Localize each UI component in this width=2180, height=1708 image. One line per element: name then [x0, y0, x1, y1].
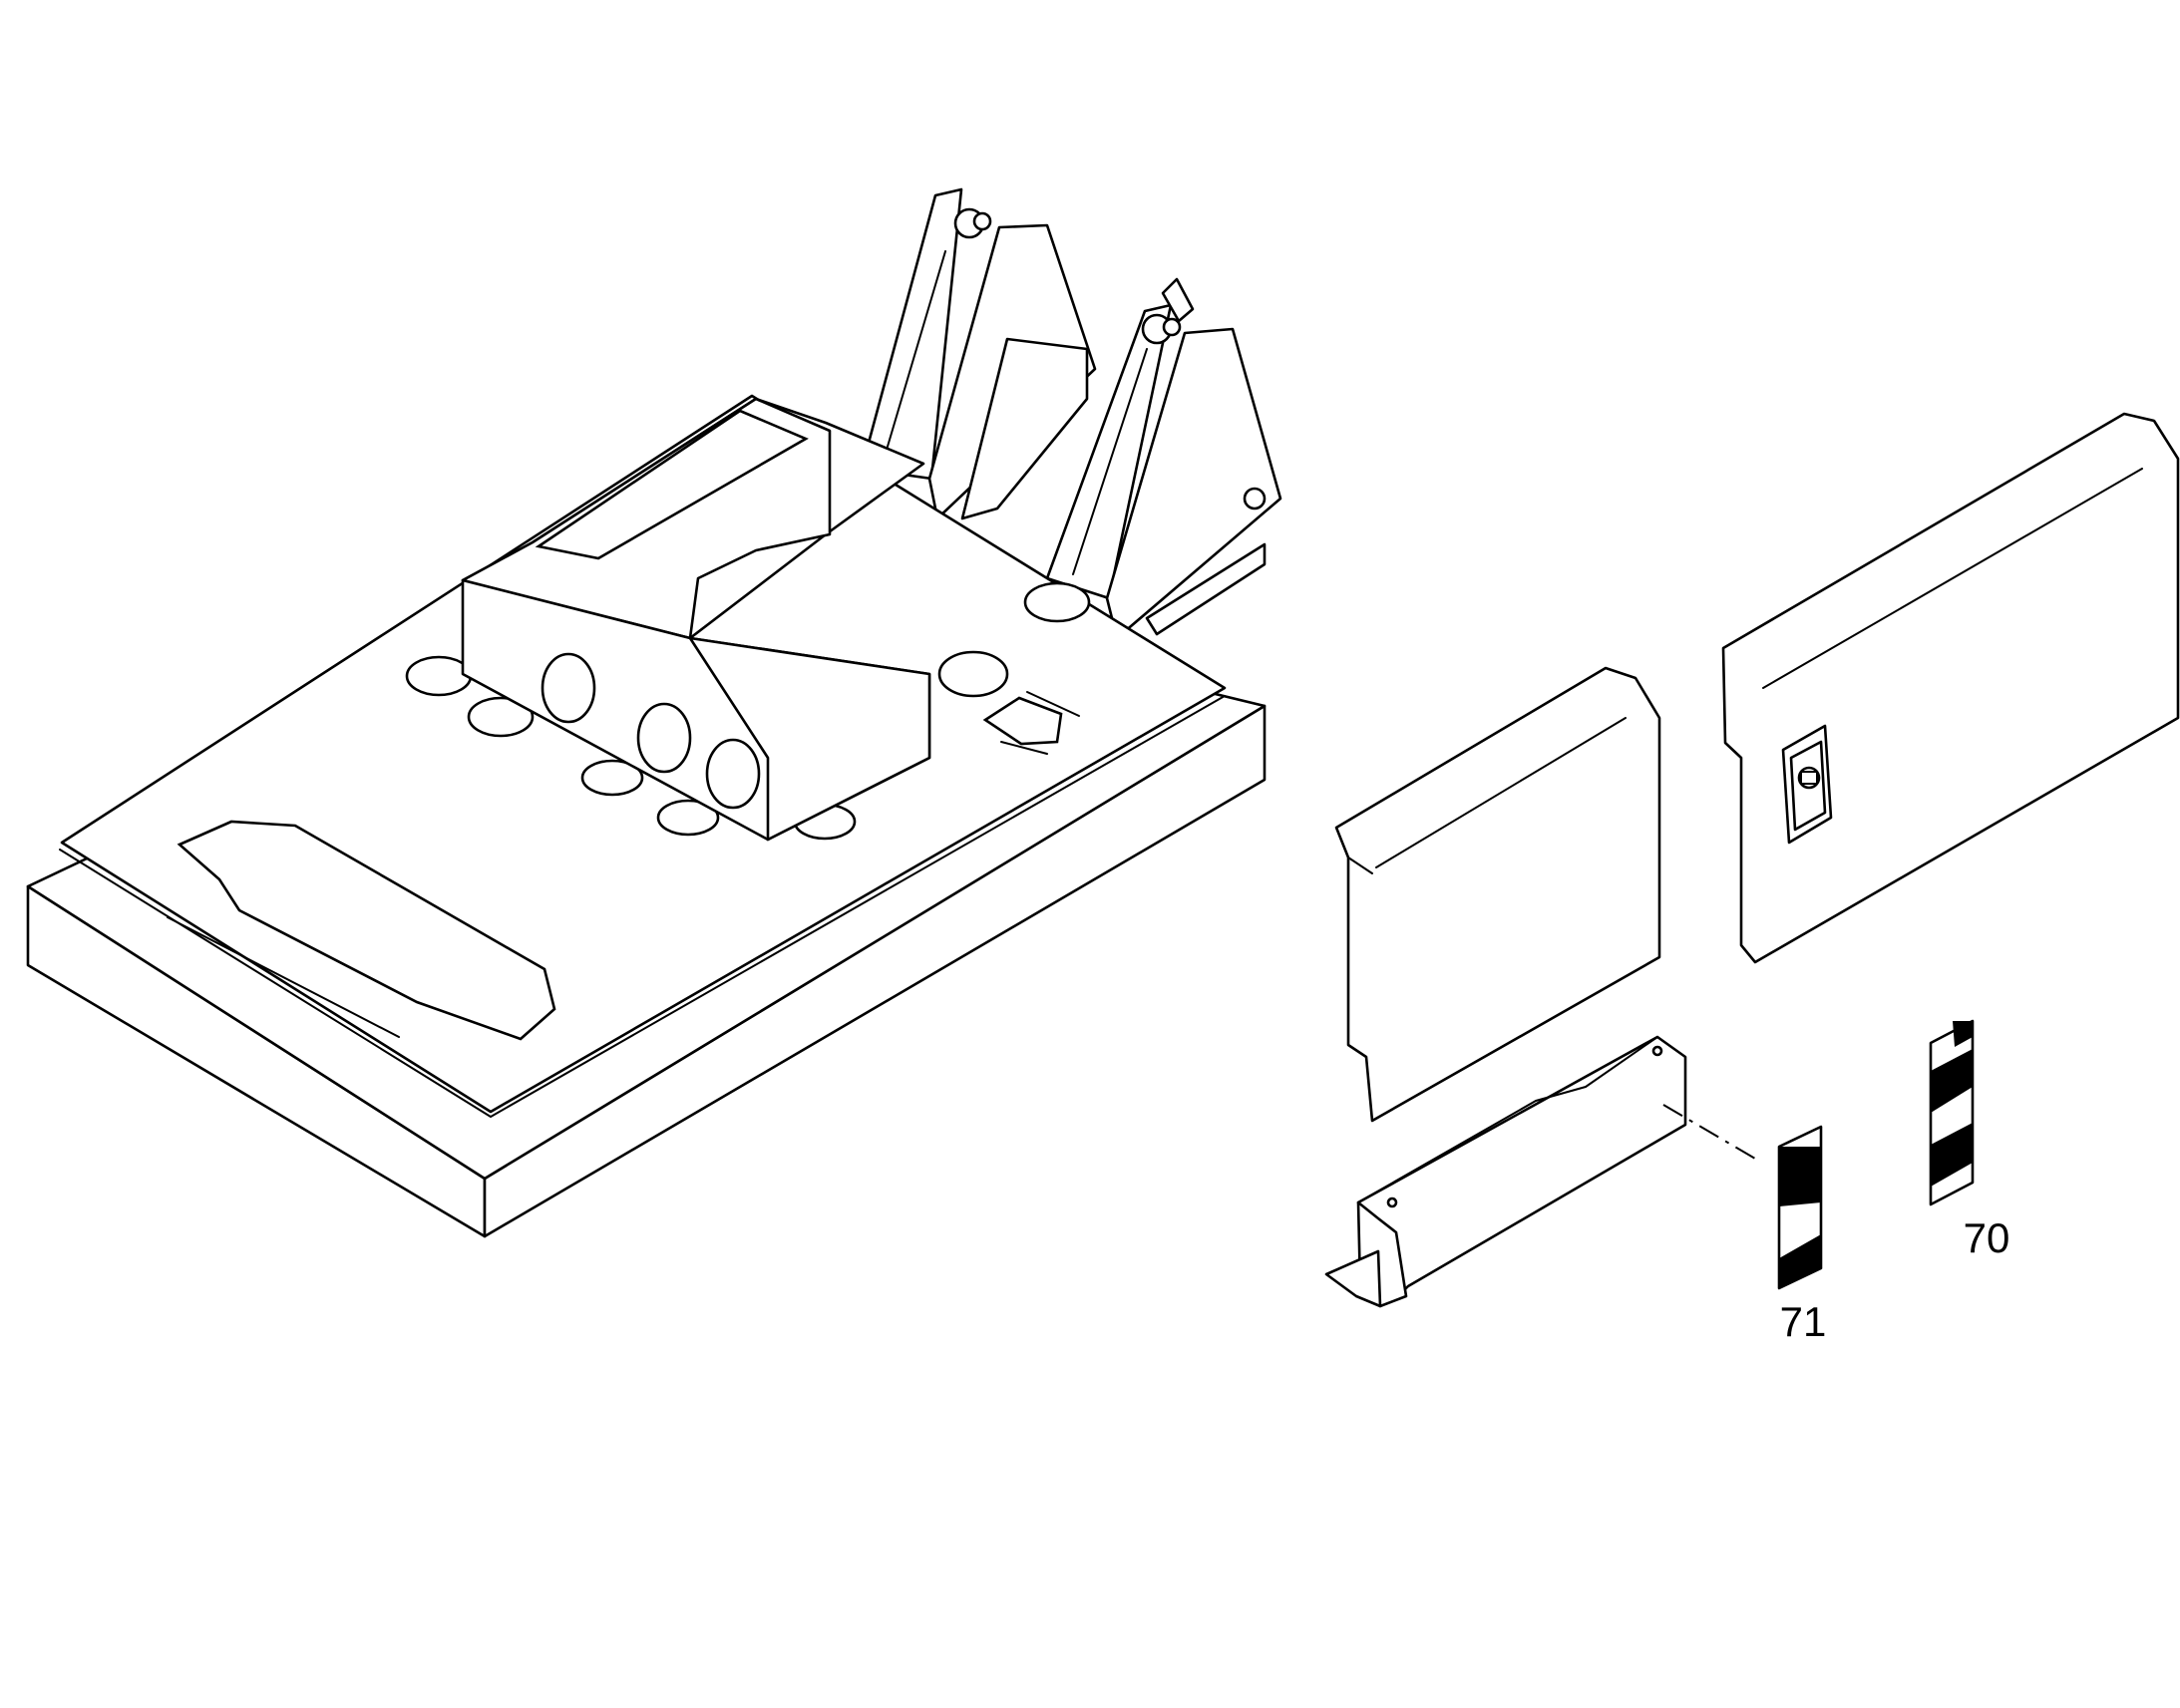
upper-box — [461, 397, 931, 842]
latch-icon — [1781, 724, 1833, 845]
base-assembly — [26, 187, 1282, 1238]
callout-71: 71 — [1780, 1298, 1827, 1345]
warning-stripe-decal-70 — [1929, 1019, 1975, 1206]
warning-stripe-decal-71 — [1777, 1125, 1823, 1290]
side-panel-small — [1334, 666, 1661, 1123]
angle-bracket — [1324, 1035, 1756, 1308]
callout-70: 70 — [1964, 1214, 2010, 1261]
side-panel-large — [1721, 412, 2180, 964]
lift-arm-rear — [860, 187, 1097, 520]
